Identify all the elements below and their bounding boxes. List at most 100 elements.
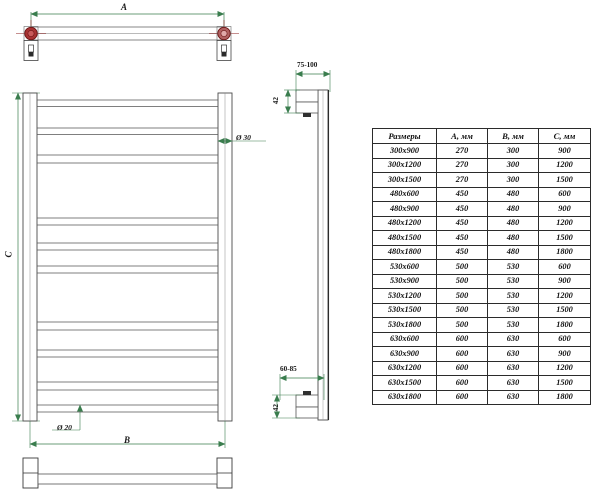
table-cell: 530x1200 [372, 288, 437, 304]
front-view-left-rail [22, 92, 38, 422]
table-cell: 530x1800 [372, 317, 437, 333]
dimension-B [29, 421, 226, 448]
top-view-bracket-left [16, 20, 46, 61]
table-cell: 600 [538, 186, 591, 202]
col-header-b: B, мм [487, 128, 539, 144]
table-cell: 530 [487, 317, 539, 333]
rung [37, 265, 218, 274]
dimension-label-b: B [124, 435, 131, 445]
table-cell: 300x1500 [372, 172, 437, 188]
table-cell: 630x1200 [372, 360, 437, 376]
table-cell: 500 [436, 259, 488, 275]
table-cell: 600 [436, 375, 488, 391]
col-header-size: Размеры [372, 128, 437, 144]
table-cell: 530 [487, 302, 539, 318]
dimension-label-c: C [3, 251, 14, 258]
top-view-bracket-right [209, 20, 239, 61]
rung [37, 321, 218, 331]
side-view-group [272, 70, 331, 421]
rung [37, 217, 218, 226]
table-cell: 530 [487, 288, 539, 304]
bottom-bracket-height-label: 42 [271, 404, 280, 412]
table-cell: 600 [436, 389, 488, 405]
front-view-right-rail [217, 92, 233, 422]
top-offset-label: 75-100 [297, 61, 318, 69]
rung [37, 349, 218, 358]
table-cell: 450 [436, 230, 488, 246]
rung [37, 127, 218, 135]
table-cell: 500 [436, 302, 488, 318]
front-view-group [12, 92, 266, 448]
table-cell: 900 [538, 143, 591, 159]
table-cell: 480x900 [372, 201, 437, 217]
table-cell: 530x1500 [372, 302, 437, 318]
table-cell: 480x600 [372, 186, 437, 202]
table-cell: 480x1200 [372, 215, 437, 231]
table-cell: 1200 [538, 360, 591, 376]
table-cell: 600 [436, 346, 488, 362]
rung [37, 154, 218, 164]
table-cell: 270 [436, 172, 488, 188]
table-cell: 1500 [538, 302, 591, 318]
rung [37, 242, 218, 251]
table-cell: 900 [538, 273, 591, 289]
table-cell: 300x1200 [372, 157, 437, 173]
table-cell: 300 [487, 172, 539, 188]
table-cell: 480x1800 [372, 244, 437, 260]
table-cell: 450 [436, 244, 488, 260]
table-cell: 600 [436, 360, 488, 376]
table-cell: 480 [487, 244, 539, 260]
table-cell: 530x900 [372, 273, 437, 289]
table-cell: 500 [436, 288, 488, 304]
table-cell: 300 [487, 157, 539, 173]
table-cell: 1500 [538, 375, 591, 391]
dimension-label-a: A [121, 2, 128, 12]
dimension-42-bottom [272, 394, 300, 419]
table-cell: 1200 [538, 215, 591, 231]
table-header-row: Размеры A, мм B, мм C, мм [372, 128, 591, 144]
table-cell: 450 [436, 186, 488, 202]
rung [37, 99, 218, 107]
table-cell: 300x900 [372, 143, 437, 159]
table-cell: 450 [436, 215, 488, 231]
dimension-42-top [284, 89, 300, 114]
table-cell: 630 [487, 331, 539, 347]
top-view-group [16, 11, 239, 61]
table-cell: 630 [487, 375, 539, 391]
table-cell: 270 [436, 143, 488, 159]
rung [37, 404, 218, 413]
rail-diameter-label: Ø 30 [236, 133, 251, 142]
side-view-bottom-bracket [295, 391, 319, 419]
table-cell: 1500 [538, 230, 591, 246]
bottom-offset-label: 60-85 [280, 365, 297, 373]
dimension-75-100 [295, 70, 331, 92]
table-cell: 480 [487, 186, 539, 202]
front-view-rungs [37, 99, 218, 413]
table-cell: 1500 [538, 172, 591, 188]
table-cell: 1800 [538, 389, 591, 405]
table-cell: 1200 [538, 288, 591, 304]
dimension-60-85 [279, 374, 325, 400]
col-header-c: C, мм [538, 128, 591, 144]
table-cell: 1200 [538, 157, 591, 173]
leader-rung-diameter [52, 404, 83, 431]
top-bracket-height-label: 42 [271, 97, 280, 105]
table-cell: 630x900 [372, 346, 437, 362]
table-cell: 630x600 [372, 331, 437, 347]
